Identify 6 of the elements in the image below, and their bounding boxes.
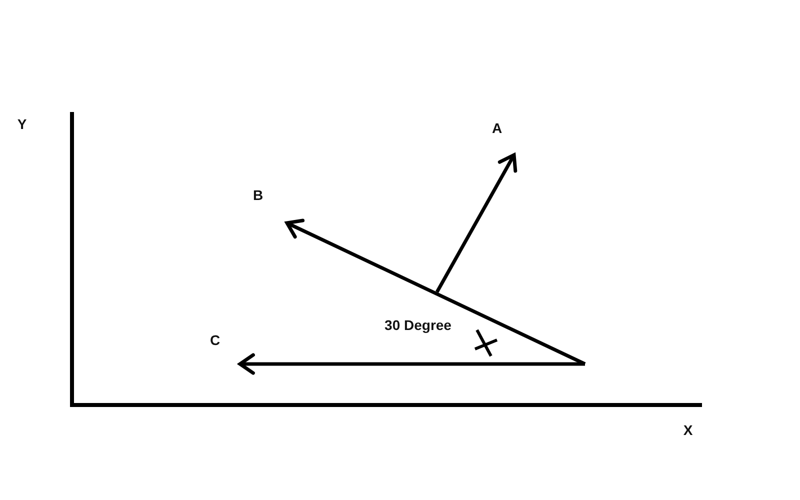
label: C	[210, 332, 220, 348]
label: 30 Degree	[384, 317, 452, 333]
label: A	[492, 120, 502, 136]
label: B	[252, 187, 264, 203]
label: X	[683, 422, 693, 438]
label: Y	[17, 116, 27, 132]
